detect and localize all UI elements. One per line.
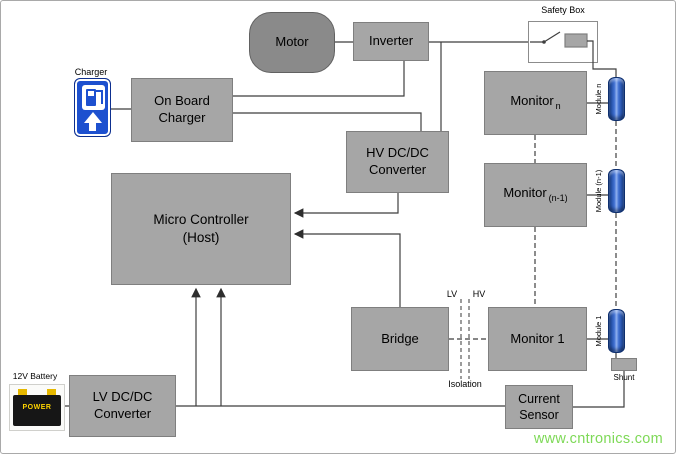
motor-block: Motor — [249, 12, 335, 73]
shunt-block — [611, 358, 637, 371]
module-n-1-cell — [608, 169, 625, 213]
up-arrow-icon — [75, 112, 110, 131]
module-n-label: Module n — [594, 83, 603, 115]
on-board-charger-block: On Board Charger — [131, 78, 233, 142]
current-sensor-block: Current Sensor — [505, 385, 573, 429]
monitor-n-1-block: Monitor(n-1) — [484, 163, 587, 227]
shunt-label: Shunt — [613, 373, 635, 382]
charger-label: Charger — [74, 67, 108, 77]
lv-side-label: LV — [446, 289, 458, 299]
hv-side-label: HV — [472, 289, 486, 299]
watermark-text: www.cntronics.com — [533, 431, 663, 447]
battery-brand-text: POWER — [22, 404, 52, 411]
inverter-block: Inverter — [353, 22, 429, 61]
micro-controller-block: Micro Controller (Host) — [111, 173, 291, 285]
12v-battery-label: 12V Battery — [12, 371, 58, 381]
module-n-1-label: Module (n-1) — [594, 169, 603, 213]
module-1-label: Module 1 — [594, 315, 603, 347]
charger-station-icon — [74, 78, 111, 137]
monitor-n-1-label: Monitor(n-1) — [503, 185, 568, 203]
module-n-cell — [608, 77, 625, 121]
lv-dcdc-converter-block: LV DC/DC Converter — [69, 375, 176, 437]
bridge-block: Bridge — [351, 307, 449, 371]
battery-terminal-icon — [18, 389, 27, 395]
module-1-cell — [608, 309, 625, 353]
monitor-1-block: Monitor 1 — [488, 307, 587, 371]
12v-battery-image: POWER — [9, 384, 65, 431]
battery-body: POWER — [13, 395, 61, 426]
safety-box-label: Safety Box — [541, 5, 585, 15]
fuel-pump-icon — [82, 85, 105, 110]
isolation-label: Isolation — [448, 379, 482, 389]
battery-terminal-icon — [47, 389, 56, 395]
hv-dcdc-converter-block: HV DC/DC Converter — [346, 131, 449, 193]
isolation-barrier — [460, 299, 470, 379]
safety-box — [528, 21, 598, 63]
